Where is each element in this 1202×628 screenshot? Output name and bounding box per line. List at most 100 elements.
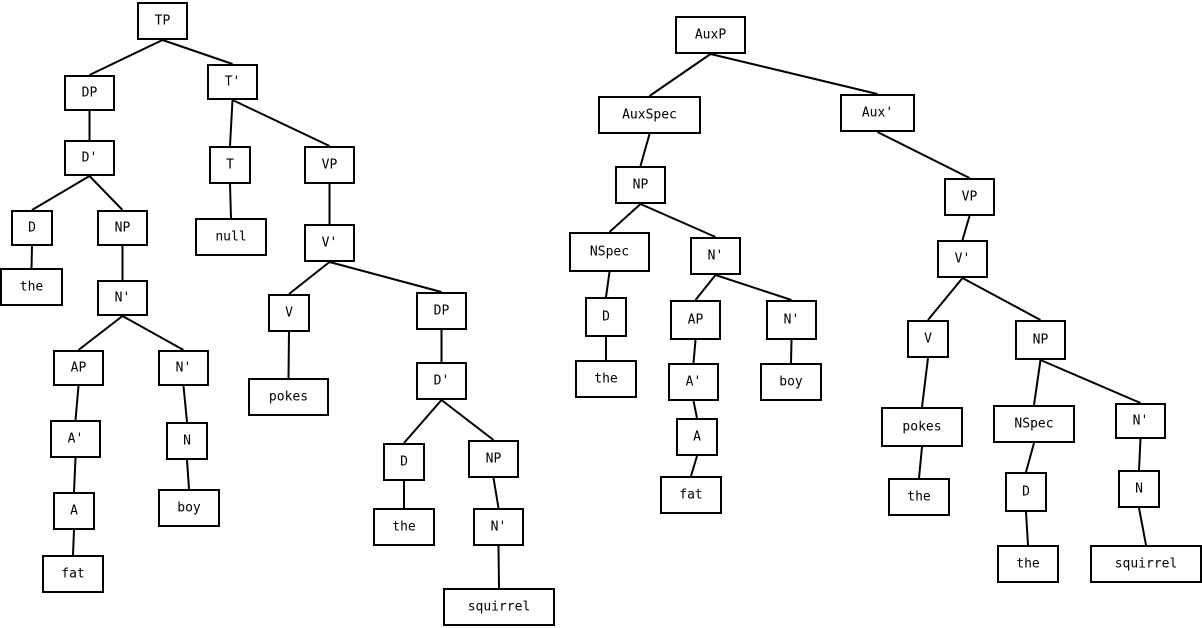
node-label: the	[1016, 557, 1040, 572]
node-label: N	[183, 434, 191, 449]
node-box	[1115, 403, 1166, 439]
node-label: D	[1022, 485, 1030, 500]
node-label: AP	[71, 361, 87, 376]
node-label: VP	[962, 190, 978, 205]
node-label: NP	[115, 221, 131, 236]
node-label: NP	[633, 178, 649, 193]
tree-node-boy: boy	[158, 489, 220, 527]
node-label: DP	[82, 86, 98, 101]
tree-edge-auxspec-np3	[639, 133, 651, 167]
node-label: pokes	[269, 390, 308, 405]
tree-edge-auxp-auxspec	[648, 53, 712, 97]
node-label: N'	[115, 291, 131, 306]
node-box	[195, 218, 267, 256]
tree-node-d: D	[383, 443, 425, 481]
node-box	[53, 350, 104, 386]
tree-node-d: D	[1005, 472, 1047, 512]
tree-node-n-bar: N'	[1115, 403, 1166, 439]
tree-node-the: the	[997, 545, 1059, 583]
tree-node-a-bar: A'	[668, 363, 719, 401]
node-box	[585, 297, 627, 337]
tree-node-pokes: pokes	[881, 407, 963, 447]
node-box	[937, 240, 988, 278]
tree-node-v: V	[268, 294, 310, 332]
node-box	[268, 294, 310, 332]
tree-node-t: T	[209, 146, 251, 184]
tree-node-t-bar: T'	[207, 64, 258, 100]
tree-edge-ap1-abar1	[74, 385, 80, 421]
tree-edge-d1-the1	[30, 245, 33, 269]
tree-node-n-bar: N'	[97, 280, 148, 316]
node-box	[158, 489, 220, 527]
tree-node-np: NP	[615, 166, 666, 204]
tree-edge-tbar-t	[229, 99, 234, 147]
node-box	[137, 2, 188, 40]
node-label: N'	[176, 361, 192, 376]
tree-edge-tp-dp1	[89, 39, 163, 76]
tree-edge-ap2-abar2	[692, 339, 697, 364]
node-box	[569, 232, 650, 272]
tree-edge-a2-fat2	[690, 455, 698, 477]
node-box	[97, 210, 148, 246]
node-box	[97, 280, 148, 316]
node-box	[1118, 470, 1160, 508]
tree-node-vp: VP	[304, 146, 355, 184]
tree-edge-vbar2-v2	[927, 277, 964, 321]
node-label: null	[215, 230, 246, 245]
node-label: squirrel	[468, 600, 531, 615]
node-label: V'	[322, 236, 338, 251]
tree-node-n-bar: N'	[766, 300, 817, 340]
node-box	[248, 378, 329, 416]
node-box	[0, 268, 63, 306]
node-box	[907, 320, 949, 358]
node-box	[166, 422, 208, 460]
node-box	[416, 292, 467, 330]
node-box	[443, 588, 555, 626]
tree-node-ap: AP	[670, 300, 721, 340]
node-label: pokes	[902, 420, 941, 435]
node-label: NSpec	[590, 245, 629, 260]
tree-edge-nbar1-nbar2	[122, 315, 184, 351]
tree-node-dp: DP	[416, 292, 467, 330]
node-label: boy	[177, 501, 201, 516]
node-box	[11, 210, 53, 246]
tree-edge-auxbar-vp2	[877, 131, 970, 179]
tree-edge-vbar1-dp2	[329, 261, 442, 293]
tree-node-v: V	[907, 320, 949, 358]
node-box	[1015, 320, 1066, 360]
tree-edge-n1-boy1	[186, 459, 190, 490]
node-box	[42, 555, 104, 593]
node-label: fat	[679, 488, 702, 503]
tree-edge-vbar2-np4	[962, 277, 1041, 321]
tree-edge-dbar2-d2	[403, 399, 443, 444]
node-box	[766, 300, 817, 340]
tree-node-a: A	[53, 492, 95, 530]
node-label: Aux'	[862, 106, 893, 121]
node-box	[660, 476, 722, 514]
node-label: TP	[155, 14, 171, 29]
node-box	[468, 440, 519, 478]
tree-edge-nbar2-n1	[182, 385, 188, 423]
node-label: T	[226, 158, 234, 173]
node-box	[888, 478, 950, 516]
tree-node-d-bar: D'	[416, 362, 467, 400]
node-box	[944, 178, 995, 216]
node-box	[575, 360, 637, 398]
node-label: D'	[82, 151, 98, 166]
tree-node-the: the	[575, 360, 637, 398]
tree-node-d: D	[11, 210, 53, 246]
tree-node-np: NP	[468, 440, 519, 478]
node-label: AuxP	[695, 28, 726, 43]
tree-node-v-bar: V'	[304, 224, 355, 262]
node-label: N	[1135, 482, 1143, 497]
tree-edge-dbar1-np1	[88, 175, 124, 211]
tree-edge-v2-pokes2	[921, 357, 929, 408]
tree-edge-v1-pokes1	[287, 331, 290, 379]
tree-edge-nspec1-d3	[605, 271, 611, 298]
tree-node-n: N	[166, 422, 208, 460]
node-box	[615, 166, 666, 204]
tree-node-the: the	[373, 508, 435, 546]
tree-node-the: the	[0, 268, 63, 306]
node-label: NSpec	[1014, 417, 1053, 432]
